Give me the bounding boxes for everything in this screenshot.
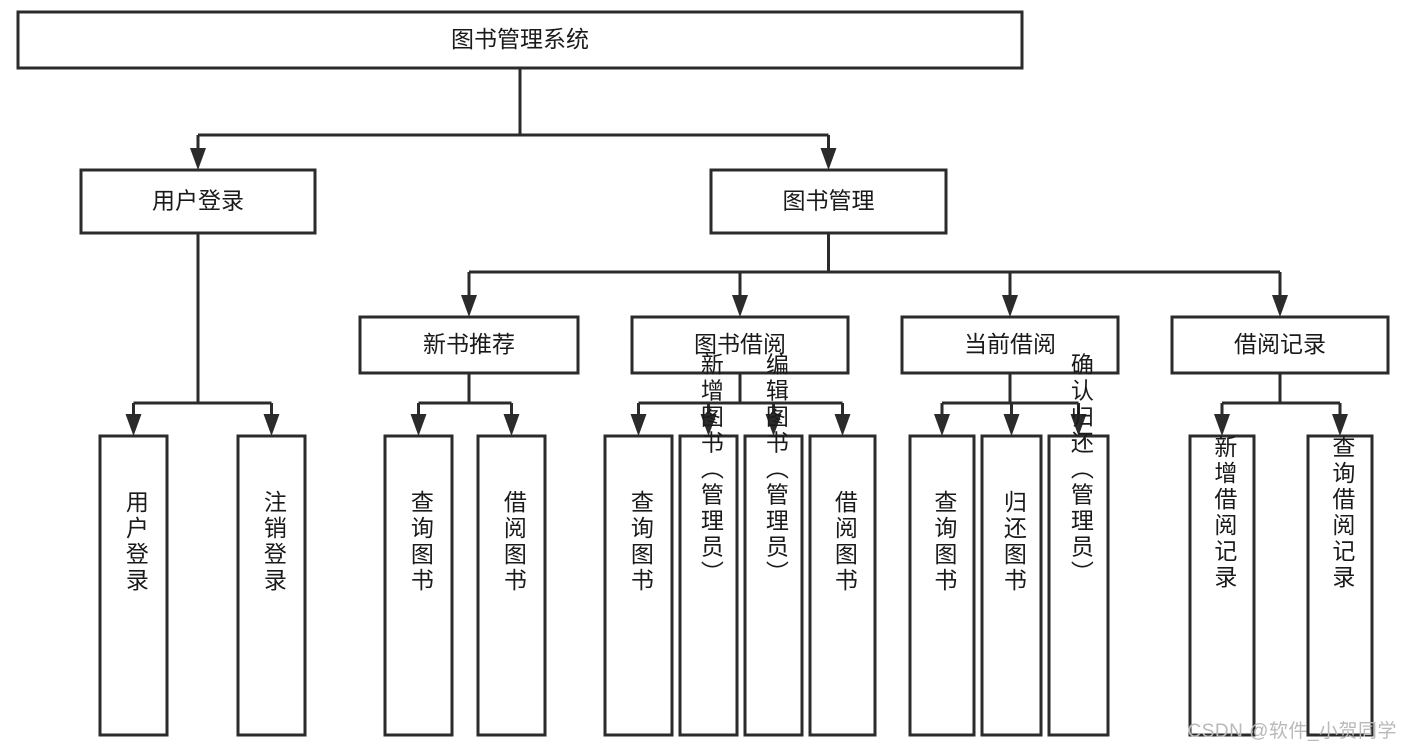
node-label: 确认归还（管理员） (1067, 353, 1094, 587)
arrow-head-icon (263, 414, 280, 436)
arrow-head-icon (1272, 295, 1288, 317)
arrow-head-icon (834, 414, 851, 436)
node-label: 用户登录 (122, 490, 149, 594)
node-leaf10[interactable]: 归还图书 (980, 434, 1043, 737)
node-bookmgmt[interactable]: 图书管理 (709, 168, 948, 235)
arrow-head-icon (410, 414, 427, 436)
connector-group-newbook (410, 373, 520, 436)
arrow-head-icon (630, 414, 647, 436)
node-leaf7[interactable]: 编辑图书（管理员） (743, 353, 804, 737)
node-box[interactable] (678, 434, 739, 737)
node-label: 新增图书（管理员） (697, 353, 724, 587)
node-label: 归还图书 (1000, 490, 1027, 594)
node-label: 查询借阅记录 (1329, 435, 1356, 591)
node-box[interactable] (980, 434, 1043, 737)
arrow-head-icon (765, 414, 782, 436)
node-borrow[interactable]: 图书借阅 (630, 315, 850, 375)
arrow-head-icon (503, 414, 520, 436)
node-box[interactable] (1170, 315, 1390, 375)
node-label: 图书管理系统 (451, 26, 589, 52)
node-current[interactable]: 当前借阅 (900, 315, 1120, 375)
node-label: 当前借阅 (964, 331, 1056, 357)
node-leaf13[interactable]: 查询借阅记录 (1306, 434, 1374, 737)
connector-group-login (125, 233, 280, 436)
node-box[interactable] (1188, 434, 1256, 737)
node-label: 图书管理 (783, 188, 875, 214)
node-box[interactable] (603, 434, 674, 737)
arrow-head-icon (1002, 295, 1018, 317)
node-box[interactable] (808, 434, 877, 737)
node-box[interactable] (1306, 434, 1374, 737)
node-leaf11[interactable]: 确认归还（管理员） (1047, 353, 1110, 737)
arrow-head-icon (934, 414, 950, 436)
arrow-head-icon (190, 148, 206, 170)
node-leaf6[interactable]: 新增图书（管理员） (678, 353, 739, 737)
node-leaf2[interactable]: 注销登录 (236, 434, 307, 737)
node-box[interactable] (236, 434, 307, 737)
node-leaf12[interactable]: 新增借阅记录 (1188, 434, 1256, 737)
node-leaf5[interactable]: 查询图书 (603, 434, 674, 737)
node-box[interactable] (476, 434, 547, 737)
node-leaf1[interactable]: 用户登录 (98, 434, 169, 737)
node-label: 新增借阅记录 (1211, 435, 1238, 591)
connector-group-bookmgmt (461, 233, 1288, 317)
node-leaf8[interactable]: 借阅图书 (808, 434, 877, 737)
arrow-head-icon (461, 295, 477, 317)
connector-group-records (1214, 373, 1348, 436)
node-login[interactable]: 用户登录 (79, 168, 317, 235)
node-box[interactable] (900, 315, 1120, 375)
node-newbook[interactable]: 新书推荐 (358, 315, 580, 375)
node-label: 查询图书 (627, 490, 654, 594)
node-leaf9[interactable]: 查询图书 (908, 434, 976, 737)
arrow-head-icon (1003, 414, 1020, 436)
arrow-head-icon (1332, 414, 1348, 436)
arrow-head-icon (820, 148, 837, 170)
connector-group-borrow (630, 373, 851, 436)
node-leaf4[interactable]: 借阅图书 (476, 434, 547, 737)
watermark-label: CSDN @软件_小贺同学 (1187, 721, 1397, 742)
node-box[interactable] (16, 10, 1024, 70)
node-label: 图书借阅 (694, 331, 786, 357)
node-label: 用户登录 (152, 188, 244, 214)
node-label: 查询图书 (931, 490, 958, 594)
node-label: 查询图书 (407, 490, 434, 594)
node-box[interactable] (383, 434, 454, 737)
node-records[interactable]: 借阅记录 (1170, 315, 1390, 375)
node-label: 借阅记录 (1234, 331, 1326, 357)
arrow-head-icon (1214, 414, 1230, 436)
node-label: 注销登录 (260, 490, 287, 594)
node-label: 编辑图书（管理员） (762, 353, 789, 587)
node-root[interactable]: 图书管理系统 (16, 10, 1024, 70)
arrow-head-icon (125, 414, 142, 436)
node-label: 借阅图书 (831, 490, 858, 594)
node-box[interactable] (630, 315, 850, 375)
node-label: 借阅图书 (500, 490, 527, 594)
arrow-head-icon (700, 414, 717, 436)
node-box[interactable] (1047, 434, 1110, 737)
connectors-layer (125, 68, 1348, 436)
node-box[interactable] (79, 168, 317, 235)
node-box[interactable] (709, 168, 948, 235)
node-box[interactable] (358, 315, 580, 375)
node-label: 新书推荐 (423, 331, 515, 357)
node-box[interactable] (98, 434, 169, 737)
connector-group-current (934, 373, 1087, 436)
node-leaf3[interactable]: 查询图书 (383, 434, 454, 737)
connector-group-root (190, 68, 837, 170)
arrow-head-icon (732, 295, 748, 317)
nodes-layer: 图书管理系统用户登录图书管理新书推荐图书借阅当前借阅借阅记录用户登录注销登录查询… (16, 10, 1390, 737)
arrow-head-icon (1070, 414, 1087, 436)
node-box[interactable] (743, 434, 804, 737)
node-box[interactable] (908, 434, 976, 737)
